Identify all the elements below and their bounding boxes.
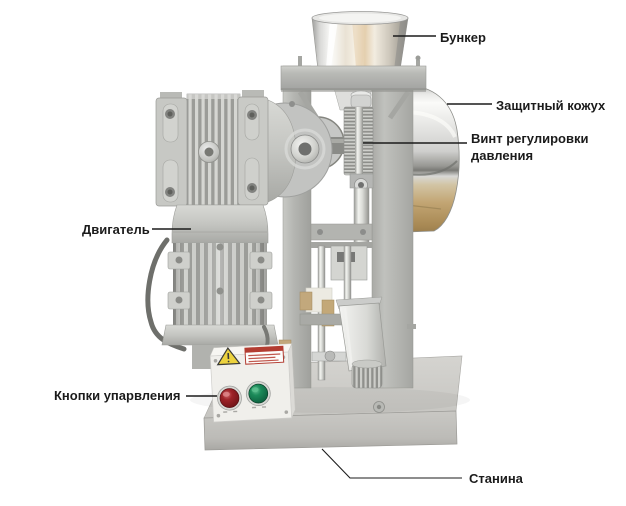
leader-lines bbox=[152, 35, 492, 479]
red-button bbox=[217, 385, 242, 413]
discharge-chute bbox=[335, 296, 387, 372]
label-motor: Двигатель bbox=[82, 222, 150, 237]
label-pressure-screw: Винт регулировки давления bbox=[471, 131, 589, 164]
crank-hub bbox=[284, 128, 326, 170]
hopper bbox=[311, 11, 409, 71]
label-frame: Станина bbox=[469, 471, 523, 486]
gearbox bbox=[155, 90, 333, 207]
leader-line-frame bbox=[321, 448, 462, 479]
warning-sticker bbox=[216, 347, 241, 366]
control-box bbox=[209, 343, 296, 423]
info-sticker bbox=[244, 345, 285, 365]
pressure-adjustment-screw bbox=[343, 90, 374, 247]
green-button bbox=[245, 381, 271, 409]
label-protective-cover: Защитный кожух bbox=[496, 98, 606, 113]
protective-cover bbox=[406, 84, 460, 233]
feeder-knurled-wheel bbox=[351, 359, 385, 413]
label-control-buttons: Кнопки упарвления bbox=[54, 388, 181, 403]
label-hopper: Бункер bbox=[440, 30, 486, 45]
motor bbox=[145, 204, 279, 369]
